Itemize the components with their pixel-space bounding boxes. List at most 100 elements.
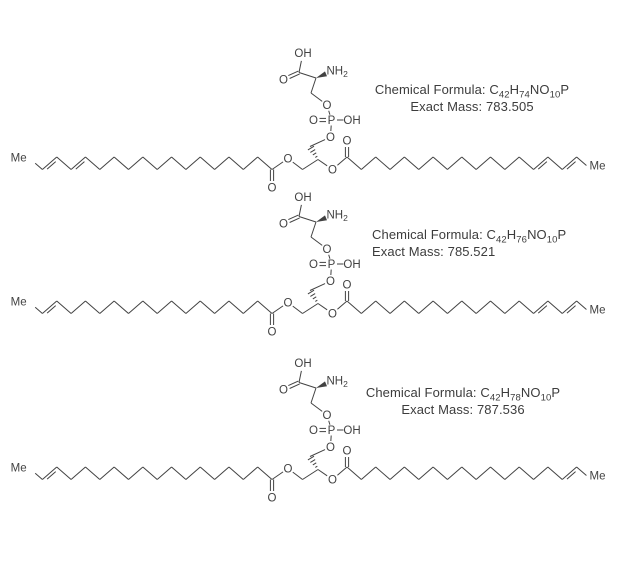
- atom-label-methyl: Me: [590, 160, 606, 172]
- atom-label-oxygen: O: [268, 327, 277, 339]
- bond-single: [475, 466, 491, 480]
- bond-single: [547, 156, 563, 170]
- bond-single: [292, 471, 303, 480]
- bond-single: [214, 466, 230, 480]
- bond-single: [375, 300, 391, 314]
- atom-label-amine: NH2: [327, 210, 349, 224]
- bond-single: [461, 466, 477, 480]
- bond-single: [214, 156, 230, 170]
- atom-label-oxygen: O: [343, 280, 352, 292]
- bond-wedge: [316, 215, 328, 222]
- bond-single: [257, 300, 273, 314]
- bond-double: [46, 471, 57, 480]
- bond-single: [518, 300, 534, 314]
- bond-single: [70, 466, 86, 480]
- bond-single: [99, 466, 115, 480]
- bond-single: [576, 300, 587, 310]
- atom-label-methyl: Me: [11, 463, 27, 475]
- atom-label-hydroxyl: OH: [294, 192, 311, 204]
- bond-hash: [315, 155, 318, 158]
- bond-single: [298, 60, 302, 73]
- atom-label-oxygen: O: [309, 259, 318, 271]
- bond-single: [128, 156, 144, 170]
- bond-single: [242, 300, 258, 314]
- bond-single: [271, 305, 284, 314]
- bond-single: [533, 466, 549, 480]
- bond-single: [228, 300, 244, 314]
- bond-single: [547, 300, 563, 314]
- bond-single: [42, 156, 58, 170]
- bond-single: [113, 300, 129, 314]
- bond-double: [46, 161, 57, 170]
- atom-label-hydroxyl: OH: [294, 48, 311, 60]
- bond-single: [504, 300, 520, 314]
- bond-single: [432, 300, 448, 314]
- bond-single: [418, 466, 434, 480]
- bond-single: [447, 466, 463, 480]
- bond-single: [85, 300, 101, 314]
- bond-single: [156, 300, 172, 314]
- bond-single: [142, 156, 158, 170]
- bond-hash: [312, 296, 317, 300]
- atom-label-oxygen: O: [343, 136, 352, 148]
- bond-single: [346, 156, 362, 170]
- bond-single: [292, 161, 303, 170]
- annotation-structure-1: Chemical Formula: C42H74NO10P Exact Mass…: [358, 81, 586, 115]
- bond-single: [171, 300, 187, 314]
- bond-single: [99, 156, 115, 170]
- bond-single: [42, 466, 58, 480]
- bond-single: [328, 110, 331, 115]
- chemical-formula-text: Chemical Formula: C42H74NO10P: [374, 82, 570, 101]
- bond-single: [346, 300, 362, 314]
- bond-single: [309, 139, 326, 147]
- bond-single: [375, 156, 391, 170]
- bond-hash: [315, 299, 318, 302]
- bond-single: [404, 156, 420, 170]
- bond-single: [34, 162, 43, 170]
- atom-label-oxygen: O: [268, 493, 277, 505]
- formula-label: Chemical Formula:: [374, 82, 490, 97]
- atom-label-oxygen: O: [328, 309, 337, 321]
- mass-value: 787.536: [476, 402, 525, 417]
- atom-label-oxygen: O: [279, 75, 288, 87]
- bond-single: [113, 466, 129, 480]
- bond-double: [288, 380, 299, 387]
- bond-single: [142, 466, 158, 480]
- bond-single: [389, 300, 405, 314]
- atom-label-amine: NH2: [327, 376, 349, 390]
- bond-single: [389, 156, 405, 170]
- bond-single: [337, 156, 348, 166]
- bond-single: [34, 306, 43, 314]
- bond-single: [475, 156, 491, 170]
- atom-label-hydroxyl: OH: [343, 425, 360, 437]
- bond-single: [432, 156, 448, 170]
- bond-hash: [310, 293, 316, 297]
- bond-single: [298, 204, 302, 217]
- bond-single: [561, 466, 577, 480]
- atom-label-oxygen: O: [326, 132, 335, 144]
- mass-label: Exact Mass:: [401, 402, 477, 417]
- mass-label: Exact Mass:: [410, 99, 486, 114]
- bond-single: [310, 387, 317, 404]
- bond-double: [289, 73, 300, 79]
- mass-value: 785.521: [447, 244, 496, 259]
- bond-single: [302, 303, 319, 314]
- bond-single: [242, 466, 258, 480]
- bond-single: [56, 300, 72, 314]
- atom-label-methyl: Me: [590, 470, 606, 482]
- bond-single: [504, 466, 520, 480]
- bond-double: [566, 161, 576, 170]
- bond-wedge: [316, 71, 328, 78]
- bond-single: [389, 466, 405, 480]
- bond-single: [85, 466, 101, 480]
- bond-single: [576, 156, 587, 166]
- bond-single: [142, 300, 158, 314]
- bond-hash: [307, 145, 315, 151]
- atom-label-oxygen: O: [284, 298, 293, 310]
- bond-single: [70, 300, 86, 314]
- atom-label-oxygen: O: [326, 276, 335, 288]
- bond-single: [199, 300, 215, 314]
- atom-label-phosphorus: P: [328, 425, 336, 437]
- bond-hash: [310, 149, 316, 153]
